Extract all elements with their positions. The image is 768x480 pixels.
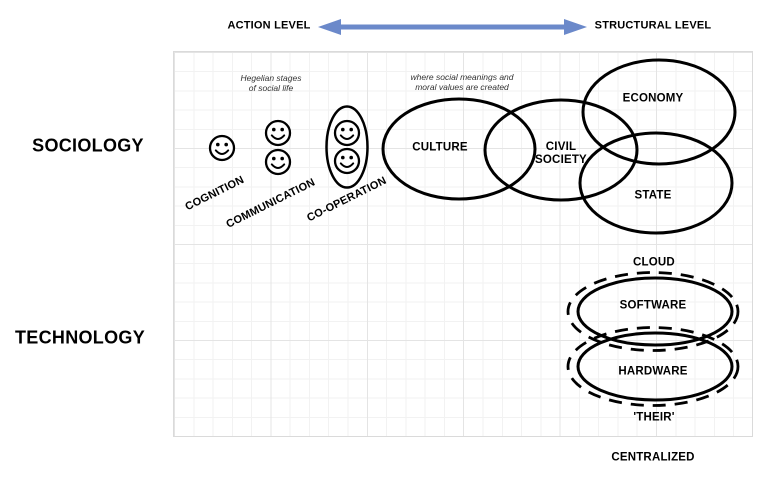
smiley-icon: [333, 147, 361, 175]
action-level-label: ACTION LEVEL: [227, 19, 311, 32]
grid-background: [173, 51, 753, 437]
economy-label: ECONOMY: [622, 92, 684, 105]
smiley-icon: [333, 119, 361, 147]
hegelian-stages-note: Hegelian stages of social life: [241, 73, 302, 93]
hardware-dashed-ellipse: [566, 326, 740, 407]
double-arrow-icon: [318, 19, 587, 35]
software-ellipse: [576, 276, 734, 347]
centralized-label: CENTRALIZED: [611, 451, 695, 464]
their-label: 'THEIR': [633, 411, 675, 424]
hardware-ellipse: [576, 331, 734, 402]
sociology-row-label: SOCIOLOGY: [32, 135, 144, 156]
note-line: where social meanings and: [410, 72, 514, 82]
note-line: Hegelian stages: [240, 73, 302, 83]
structural-level-label: STRUCTURAL LEVEL: [594, 19, 712, 32]
note-line: of social life: [248, 83, 294, 93]
note-line: moral values are created: [415, 82, 509, 92]
state-ellipse: [578, 131, 734, 235]
smiley-icon: [208, 134, 236, 162]
smiley-icon: [264, 148, 292, 176]
social-meanings-note: where social meanings and moral values a…: [410, 72, 513, 92]
economy-ellipse: [581, 58, 737, 166]
software-dashed-ellipse: [566, 271, 740, 352]
culture-label: CULTURE: [412, 141, 468, 154]
smiley-icon: [264, 119, 292, 147]
cloud-label: CLOUD: [633, 256, 675, 269]
culture-ellipse: [381, 97, 537, 201]
software-label: SOFTWARE: [619, 299, 687, 312]
civil-society-ellipse: [483, 98, 639, 202]
technology-row-label: TECHNOLOGY: [14, 327, 146, 348]
state-label: STATE: [634, 189, 672, 202]
hardware-label: HARDWARE: [618, 365, 688, 378]
civil-society-label: CIVIL SOCIETY: [535, 141, 587, 166]
cooperation-group-ellipse: [325, 105, 369, 189]
